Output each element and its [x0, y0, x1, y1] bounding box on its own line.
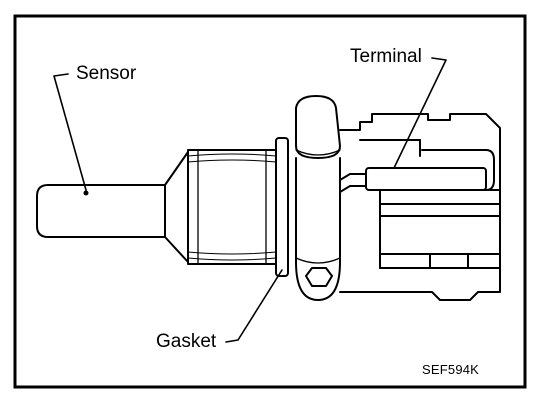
threaded-body — [187, 149, 277, 265]
terminal-leader-line — [393, 57, 447, 169]
sensor-probe — [36, 184, 166, 238]
sensor-taper — [164, 151, 189, 263]
gasket-ring — [275, 137, 289, 277]
figure-code: SEF594K — [422, 362, 480, 377]
gasket-label: Gasket — [156, 331, 217, 352]
connector-housing — [339, 113, 501, 301]
terminal-pin — [339, 167, 487, 193]
sensor-point-dot — [83, 190, 89, 196]
hex-nut — [295, 95, 341, 301]
gasket-leader-line — [225, 269, 283, 343]
nut-latch — [305, 267, 333, 287]
terminal-label: Terminal — [350, 46, 422, 67]
sensor-leader-line — [53, 73, 87, 191]
diagram-border — [13, 14, 527, 389]
sensor-label: Sensor — [76, 63, 137, 84]
